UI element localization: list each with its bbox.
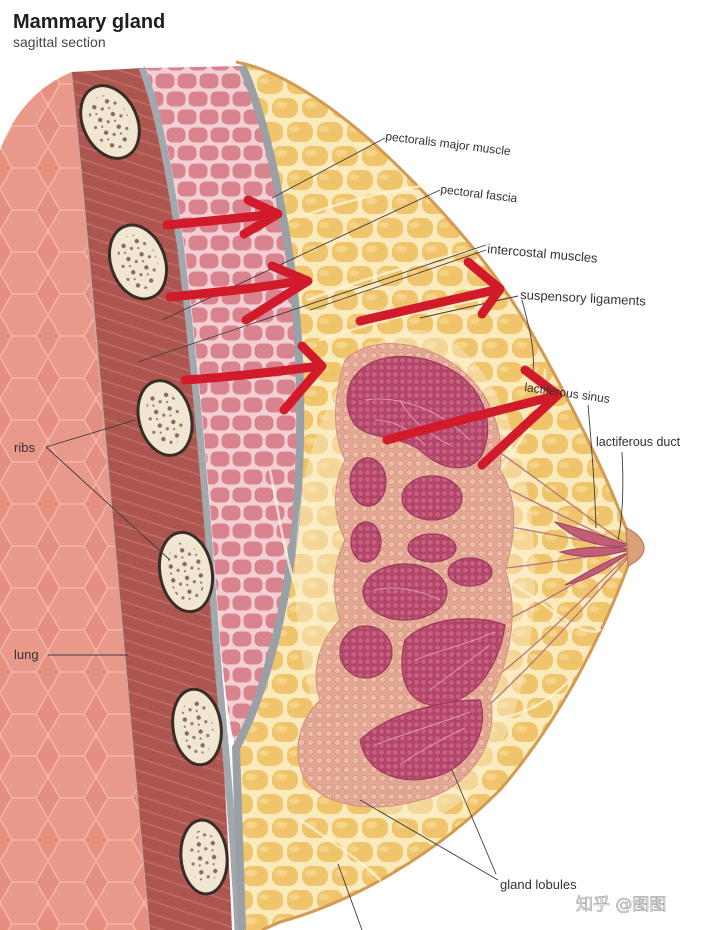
muscle-rib-fascia-line: [138, 66, 242, 930]
label-lactiferous-duct: lactiferous duct: [596, 435, 681, 449]
leader-intercostal-2: [309, 249, 487, 311]
red-arrow-2: [165, 261, 313, 325]
red-arrow-4: [180, 341, 327, 415]
leader-lactiferous-duct: [617, 451, 624, 541]
lactiferous-sinuses: [553, 521, 631, 586]
lobule-8: [339, 625, 393, 679]
gland-lobules: [339, 355, 506, 781]
lung: [0, 72, 150, 930]
rib-5: [171, 687, 223, 767]
red-annotation-arrows: [162, 195, 563, 470]
rib-6: [179, 818, 229, 896]
pectoralis-major-muscle: [146, 66, 301, 748]
label-lung: lung: [14, 647, 39, 662]
red-arrow-1: [162, 195, 283, 239]
leader-ribs-2: [45, 446, 171, 561]
diagram-subtitle: sagittal section: [13, 34, 106, 50]
pectoral-fascia-line: [231, 64, 305, 930]
leader-bottom: [337, 863, 363, 930]
label-intercostal-muscles: intercostal muscles: [487, 241, 599, 266]
leader-gland-lobules-1: [359, 799, 499, 881]
label-ribs: ribs: [14, 440, 35, 455]
lobule-1: [346, 355, 489, 469]
lobule-10: [359, 699, 484, 781]
rib-3: [136, 379, 194, 457]
red-arrow-5: [382, 365, 563, 470]
leader-intercostal-1: [137, 244, 487, 363]
leader-gland-lobules-2: [451, 769, 497, 875]
ribs: [79, 84, 229, 896]
rib-4: [157, 530, 215, 614]
rib-1: [79, 84, 141, 160]
leader-pectoralis-major: [271, 137, 386, 199]
lobule-4: [350, 521, 382, 563]
label-pectoralis-major: pectoralis major muscle: [385, 129, 512, 158]
leader-lactiferous-sinus: [587, 404, 597, 529]
leader-pectoral-fascia: [161, 189, 441, 321]
skin-contour: [235, 60, 644, 930]
lobule-6: [362, 563, 448, 621]
lobule-3: [401, 475, 463, 521]
label-gland-lobules: gland lobules: [500, 877, 577, 892]
rib-2: [107, 223, 169, 301]
leader-suspensory-1: [419, 295, 519, 319]
leader-lines: [45, 137, 624, 930]
label-suspensory-ligaments: suspensory ligaments: [520, 287, 647, 309]
lobule-2: [349, 457, 387, 507]
diagram-title: Mammary gland: [13, 11, 165, 33]
label-pectoral-fascia: pectoral fascia: [440, 182, 519, 205]
nipple: [625, 527, 645, 567]
watermark: 知乎 @图图: [576, 895, 666, 915]
red-arrow-3: [355, 257, 505, 326]
leader-suspensory-2: [521, 299, 534, 373]
leader-ribs-1: [45, 419, 136, 448]
lobule-7: [447, 557, 493, 587]
lobule-5: [407, 533, 457, 563]
lobule-9: [401, 618, 506, 706]
